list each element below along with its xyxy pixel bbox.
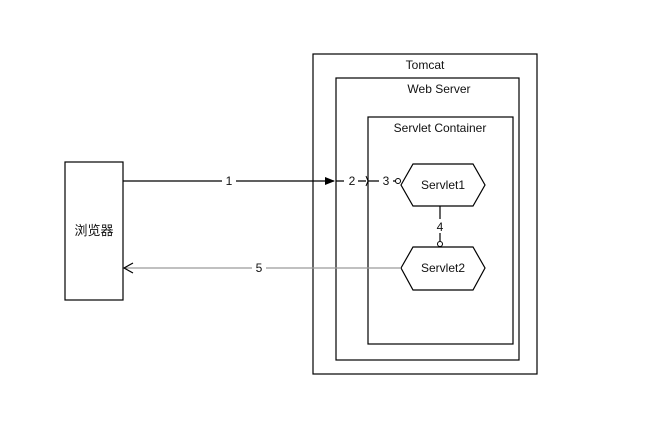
servlet-container-label: Servlet Container: [394, 121, 487, 135]
browser-node: 浏览器: [64, 161, 124, 301]
step-5-label: 5: [256, 261, 263, 275]
browser-label: 浏览器: [74, 223, 113, 239]
tomcat-container: Tomcat: [312, 53, 538, 375]
step-3-connector: 3: [368, 174, 401, 188]
step-3-label: 3: [383, 174, 390, 188]
servlet1-node: Servlet1: [400, 163, 486, 207]
step-4-connector: 4: [433, 206, 447, 247]
tomcat-label: Tomcat: [406, 58, 445, 72]
servlet2-label: Servlet2: [421, 261, 465, 275]
step-4-label: 4: [437, 220, 444, 234]
step-2-label: 2: [349, 174, 356, 188]
servlet-container: Servlet Container: [367, 116, 514, 345]
step-5-arrow: 5: [122, 261, 401, 275]
servlet2-node: Servlet2: [400, 246, 486, 291]
step-2-connector: 2: [336, 174, 369, 188]
step-1-label: 1: [226, 174, 233, 188]
web-server-label: Web Server: [407, 82, 470, 96]
servlet1-label: Servlet1: [421, 178, 465, 192]
web-server-container: Web Server: [335, 77, 520, 361]
step-1-arrow: 1: [123, 174, 335, 188]
